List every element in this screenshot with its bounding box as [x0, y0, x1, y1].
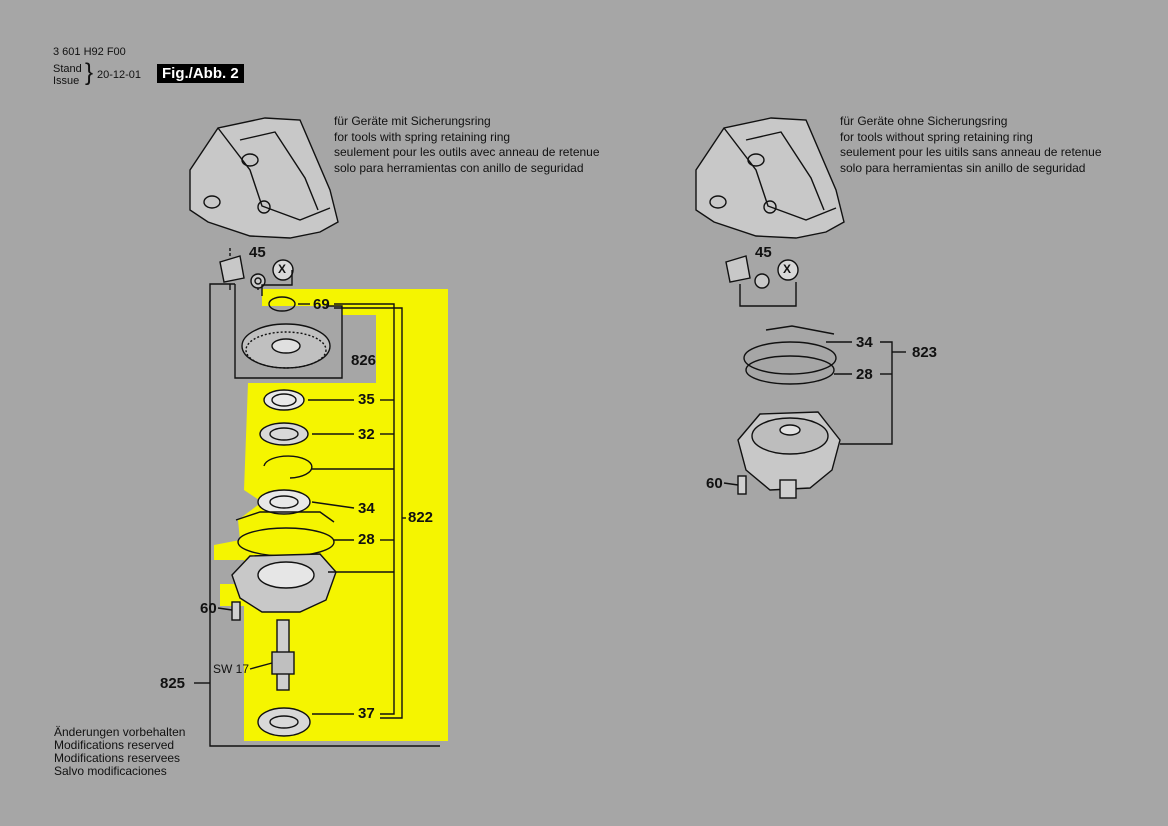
part-28-right: 28: [856, 366, 873, 383]
ring-34-right: [765, 325, 835, 335]
issue-date: 20-12-01: [97, 69, 142, 81]
right-caption-de: für Geräte ohne Sicherungsring: [840, 114, 1008, 128]
part-823: 823: [912, 344, 938, 361]
left-caption-en: for tools with spring retaining ring: [334, 129, 511, 144]
o-ring-28-left: [237, 527, 335, 557]
left-caption-fr: seulement pour les outils avec anneau de…: [334, 145, 600, 159]
figure-label: Fig./Abb. 2: [157, 64, 244, 83]
part-45-left: 45: [249, 244, 266, 261]
pinion-left: [219, 248, 245, 283]
part-34-left: 34: [358, 500, 375, 517]
nut-left: [250, 273, 266, 289]
bearing-flange: [231, 553, 337, 613]
spindle-825: [271, 619, 295, 691]
left-caption: für Geräte mit Sicherungsring for tools …: [334, 114, 600, 176]
bevel-gear-826: [241, 323, 331, 369]
part-28-left: 28: [358, 531, 375, 548]
part-60-left: 60: [200, 600, 217, 617]
screw-60-right: [737, 475, 747, 495]
brace-symbol: }: [85, 59, 94, 86]
gear-housing-right: [695, 117, 845, 239]
stand-issue-label: Stand Issue: [53, 63, 82, 87]
part-825: 825: [160, 675, 186, 692]
part-822: 822: [408, 509, 434, 526]
right-caption-fr: seulement pour les uitils sans anneau de…: [840, 145, 1102, 159]
left-caption-es: solo para herramientas con anillo de seg…: [334, 160, 584, 175]
flange-with-gear-right: [737, 411, 841, 499]
modifications-notice: Änderungen vorbehalten Modifications res…: [54, 726, 185, 778]
x-part-circle-left: [272, 259, 294, 281]
bearing-37: [257, 707, 311, 737]
right-caption: für Geräte ohne Sicherungsring for tools…: [840, 114, 1102, 176]
part-x-right: X: [783, 262, 792, 276]
part-45-right: 45: [755, 244, 772, 261]
ring-34-left: [235, 511, 335, 523]
wrench-size-label: SW 17: [213, 662, 250, 676]
document-number: 3 601 H92 F00: [53, 46, 126, 58]
part-37: 37: [358, 705, 375, 722]
right-caption-en: for tools without spring retaining ring: [840, 129, 1033, 144]
stand-label: Stand: [53, 63, 82, 75]
right-caption-es: solo para herramientas sin anillo de seg…: [840, 160, 1086, 175]
part-69: 69: [313, 296, 330, 313]
bearing-35: [263, 389, 305, 411]
issue-label: Issue: [53, 75, 80, 87]
o-ring-28-right: [743, 341, 837, 375]
part-35: 35: [358, 391, 375, 408]
notice-es: Salvo modificaciones: [54, 764, 167, 778]
bearing-32: [259, 422, 309, 446]
left-caption-de: für Geräte mit Sicherungsring: [334, 114, 491, 128]
part-60-right: 60: [706, 475, 723, 492]
part-32: 32: [358, 426, 375, 443]
x-part-circle-right: [777, 259, 799, 281]
part-34-right: 34: [856, 334, 873, 351]
screw-60-left: [231, 601, 241, 621]
gear-housing-left: [189, 117, 339, 239]
nut-right: [754, 273, 770, 289]
bearing-34: [257, 489, 311, 515]
part-826: 826: [351, 352, 377, 369]
notice-fr: Modifications reservees: [54, 751, 181, 765]
pinion-right: [725, 255, 751, 283]
retaining-ring-69: [268, 296, 296, 312]
notice-en: Modifications reserved: [54, 738, 175, 752]
circlip: [263, 455, 313, 479]
part-x-left: X: [278, 262, 287, 276]
notice-de: Änderungen vorbehalten: [54, 725, 186, 739]
